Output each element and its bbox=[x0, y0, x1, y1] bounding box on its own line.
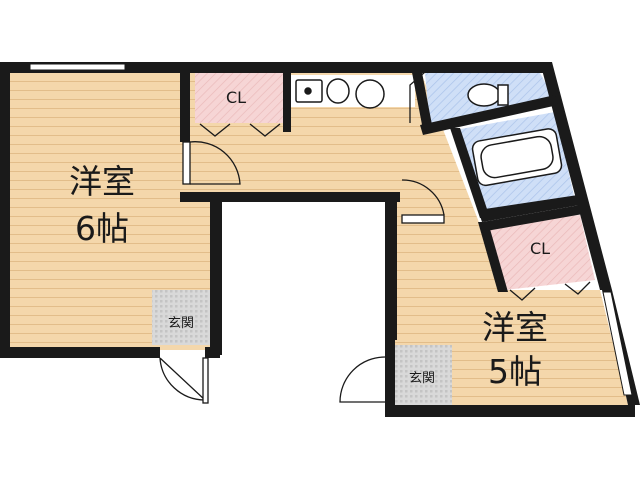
bathtub-inner-icon bbox=[480, 135, 554, 179]
washing-machine-icon bbox=[355, 79, 385, 109]
fixtures bbox=[295, 78, 563, 187]
door-room5-swing bbox=[401, 179, 445, 216]
entrance-right-tile bbox=[392, 345, 452, 405]
washbasin-bowl-icon bbox=[326, 78, 350, 104]
door-room6-swing bbox=[189, 141, 241, 185]
door-entrance-left-swing bbox=[159, 357, 207, 401]
wall-corridor-bottom bbox=[180, 192, 400, 202]
wall-closet-upper-right bbox=[283, 62, 291, 132]
entrance-left-tile bbox=[152, 290, 210, 345]
door-closet-upper bbox=[199, 123, 281, 137]
wall-entrance-right-left bbox=[385, 340, 395, 415]
door-entrance-left-leaf bbox=[202, 357, 209, 404]
walls bbox=[0, 62, 640, 417]
floor-fills bbox=[8, 70, 628, 410]
wall-right-diagonal bbox=[540, 62, 612, 290]
wall-room6-right bbox=[210, 195, 222, 355]
wall-closet-lower-left bbox=[478, 222, 508, 292]
door-toilet-swing bbox=[409, 71, 426, 123]
toilet-bowl-icon bbox=[467, 83, 501, 107]
entrance-left-label: 玄関 bbox=[168, 316, 194, 331]
room5-size: 5帖 bbox=[488, 352, 542, 391]
door-closet-lower bbox=[509, 281, 591, 301]
faucet-icon bbox=[304, 87, 312, 95]
wall-toilet-bottom bbox=[420, 95, 558, 135]
room5-name: 洋室 bbox=[482, 308, 548, 347]
wall-bath-bottom bbox=[478, 195, 580, 222]
wall-toilet-left bbox=[410, 62, 433, 130]
wall-bottom-left bbox=[0, 347, 160, 358]
window-right bbox=[602, 291, 633, 396]
wall-bottom-right bbox=[385, 405, 635, 417]
door-room6-leaf bbox=[182, 141, 191, 185]
closet-lower-area bbox=[485, 215, 595, 290]
wall-top bbox=[0, 62, 550, 73]
window-top-left bbox=[29, 63, 126, 71]
closet-lower-label: CL bbox=[530, 239, 550, 258]
bathtub-icon bbox=[471, 128, 563, 187]
sink-icon bbox=[295, 79, 323, 103]
toilet-tank-icon bbox=[497, 84, 509, 106]
wall-partition-left bbox=[180, 62, 190, 142]
labels: 洋室 6帖 洋室 5帖 CL CL 玄関 玄関 bbox=[69, 88, 550, 391]
wall-notch-right bbox=[385, 192, 397, 340]
room6-name: 洋室 bbox=[69, 162, 135, 201]
entrance-right-label: 玄関 bbox=[409, 371, 435, 386]
door-room5-leaf bbox=[401, 214, 445, 224]
closet-upper-area bbox=[195, 73, 285, 123]
wall-bath-left bbox=[450, 128, 490, 218]
wall-closet-lower-top bbox=[482, 205, 583, 231]
doors bbox=[159, 71, 591, 404]
closet-upper-label: CL bbox=[226, 88, 246, 107]
windows bbox=[29, 63, 633, 396]
door-entrance-right-swing bbox=[339, 356, 386, 403]
room6-size: 6帖 bbox=[75, 209, 129, 248]
wall-left bbox=[0, 62, 10, 358]
